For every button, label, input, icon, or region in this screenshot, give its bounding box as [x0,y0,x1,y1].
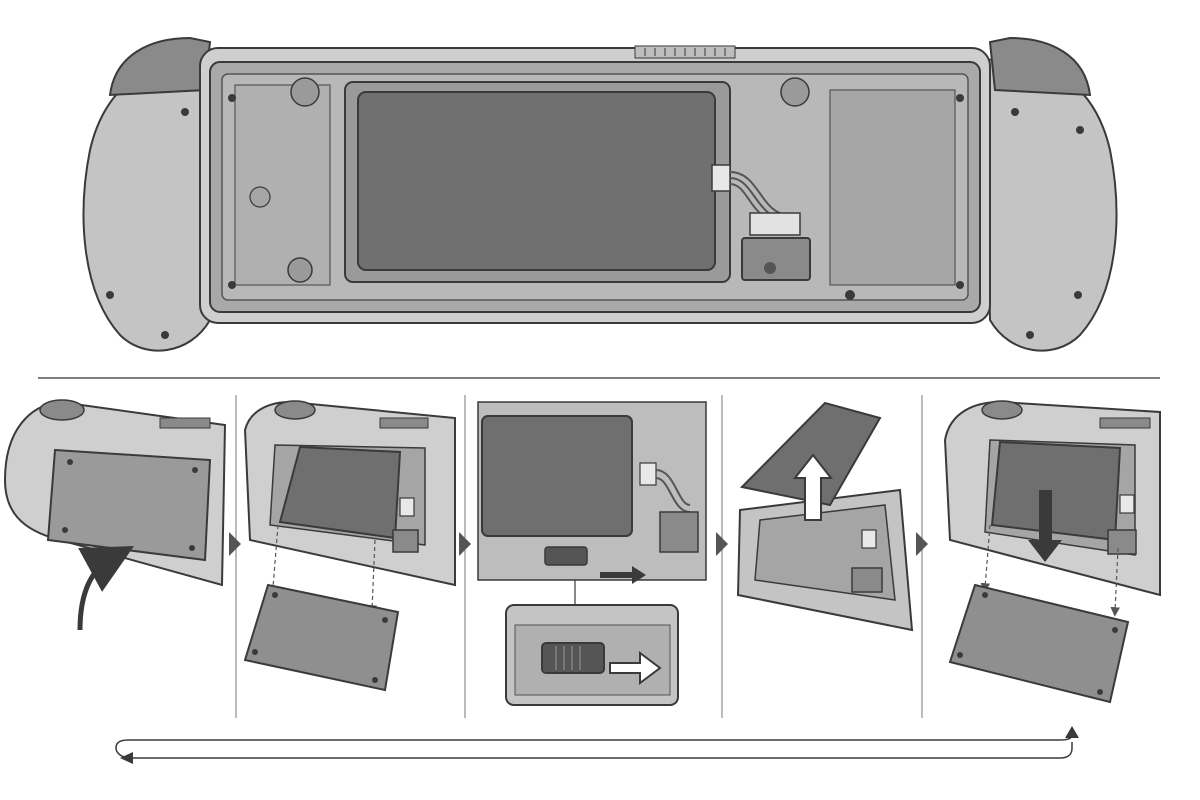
overview-battery-connector [711,164,731,192]
step-chevron-icon [229,532,241,556]
step-1-panel [3,399,227,631]
step-2-panel [243,400,456,692]
step-4-panel [736,401,914,632]
overview-battery [357,91,716,271]
step-5-battery [990,440,1122,542]
inset-latch [541,642,605,674]
loop-arrow-head-left [120,752,133,764]
step-3-battery [481,415,633,537]
step-2-battery [278,445,402,540]
loop-arrow-head-up [1065,726,1079,738]
pry-arrow-icon [77,546,134,631]
step-3-panel [477,401,707,706]
step-3-latch [544,546,588,566]
left-grip [82,58,217,352]
slide-arrow-icon [609,651,662,685]
step-chevron-icon [459,532,471,556]
overview-console [82,36,1118,352]
step-4-lifted-battery [739,401,882,507]
step-5-panel [943,400,1161,704]
slide-arrow-icon [600,566,646,584]
step-2-removed-cover [243,583,400,692]
loop-arrow-icon [115,734,1073,759]
right-grip [983,58,1118,352]
insert-arrow-icon [1028,490,1062,562]
step-1-back-cover [46,448,212,562]
top-vent [634,45,736,59]
right-shoulder-button [988,36,1092,97]
left-shoulder-button [108,36,212,97]
lift-arrow-icon [792,453,834,521]
overview-connector-latch [741,237,811,281]
step-chevron-icon [916,532,928,556]
step-chevron-icon [716,532,728,556]
step-5-cover [948,583,1130,704]
